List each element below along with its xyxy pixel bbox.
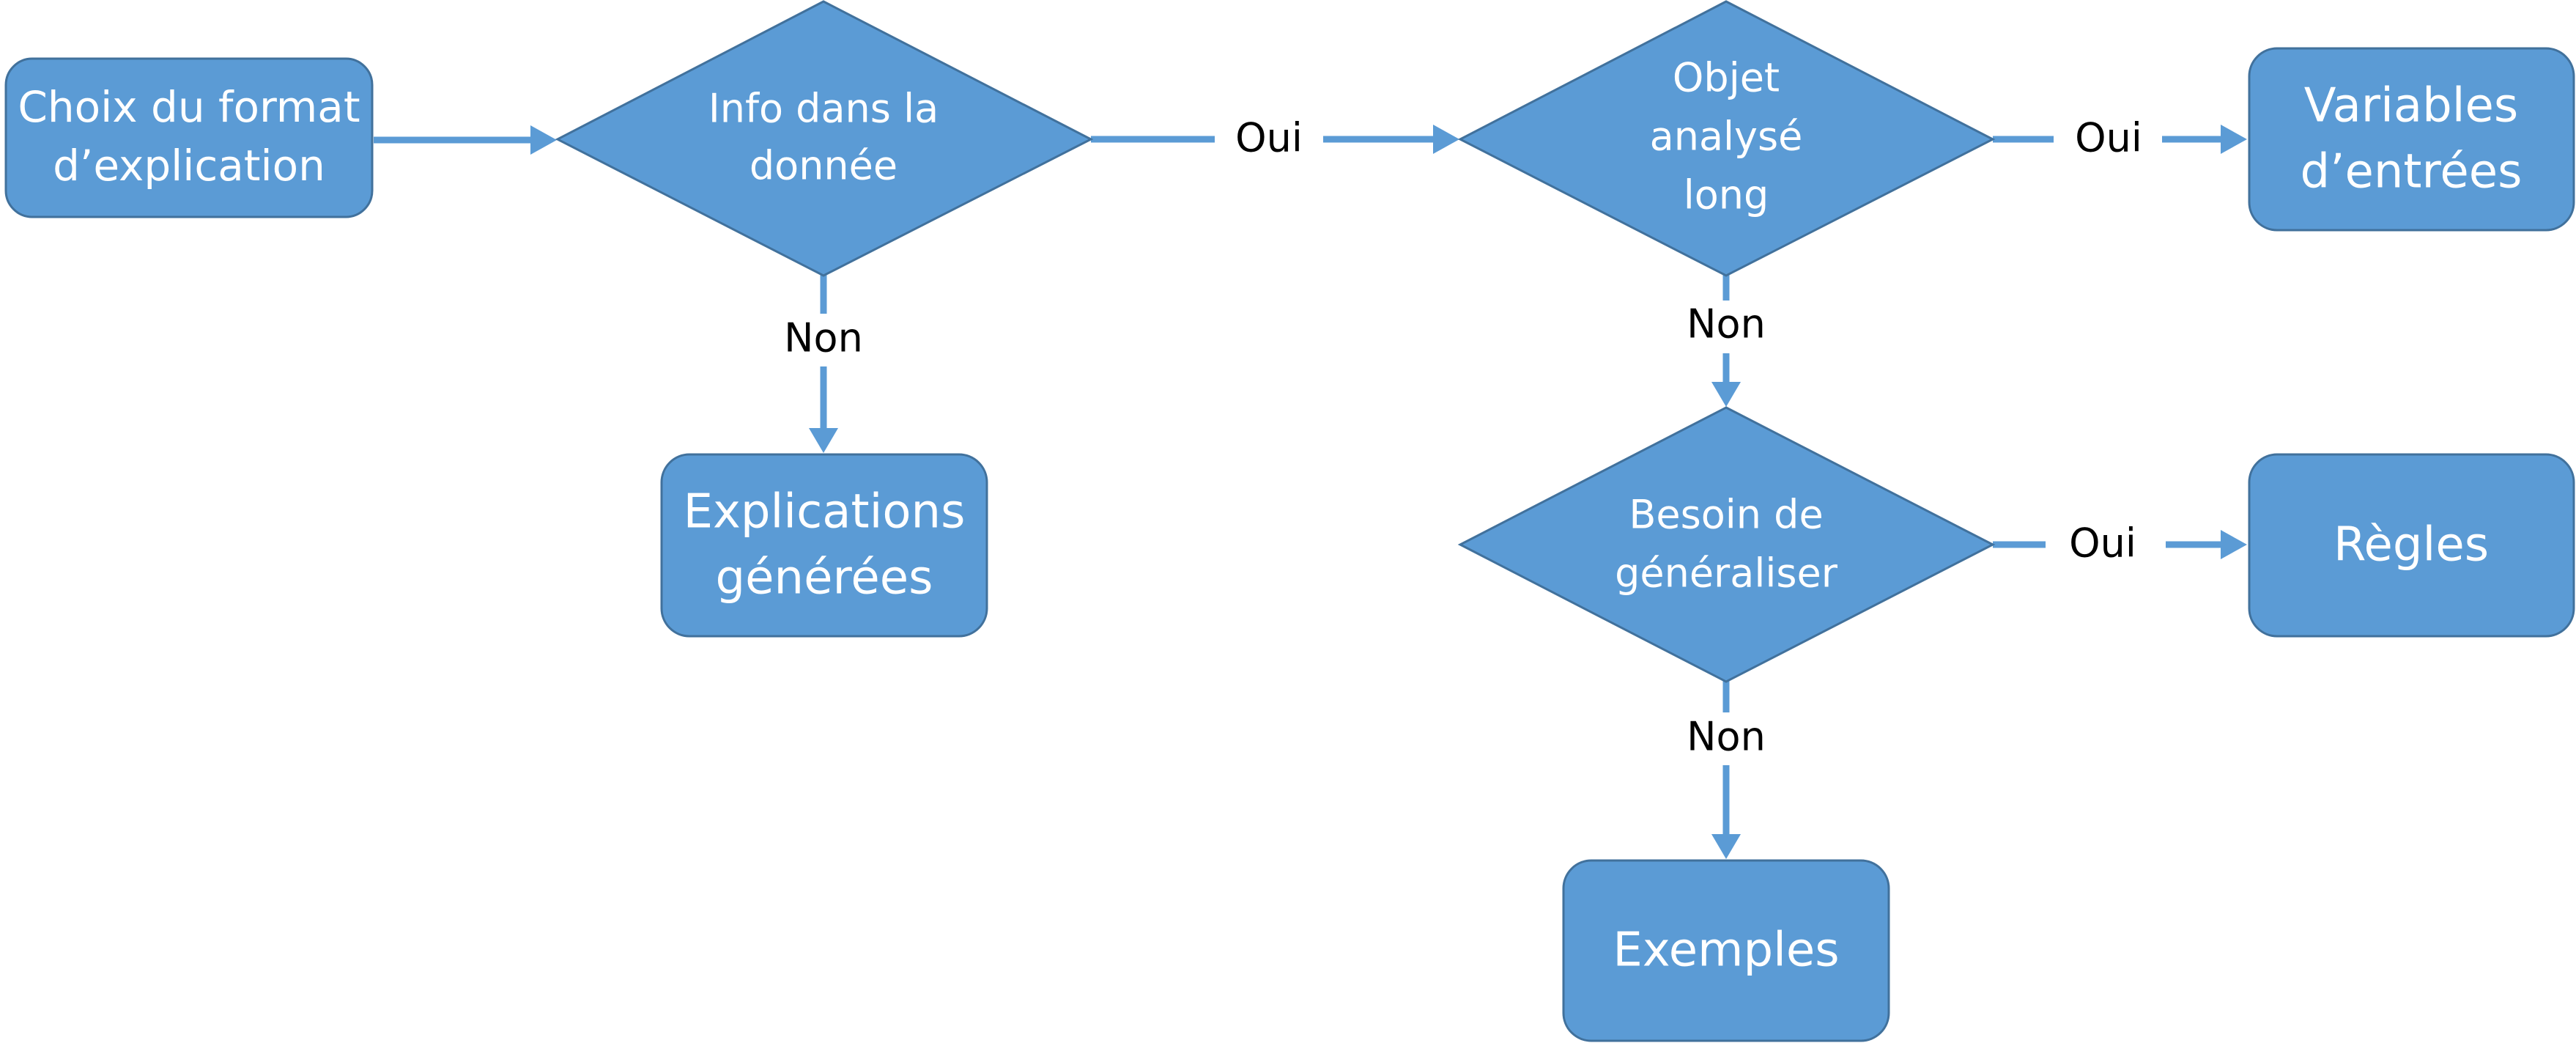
arrowhead-besoin-to-regles — [2221, 530, 2247, 559]
arrowhead-choix-to-info — [530, 125, 557, 155]
arrowhead-info-to-explications — [809, 428, 838, 453]
edge-label-besoin-exemples: Non — [1687, 714, 1766, 760]
edge-labels: Oui Non Oui Non Oui Non — [769, 114, 2166, 765]
decision-info-dans-la-donnee[interactable]: Info dans la donnée — [555, 0, 1094, 277]
edge-label-info-objet: Oui — [1235, 115, 1303, 161]
decision-info-line-2: donnée — [750, 143, 897, 189]
node-explications-generees[interactable]: Explications générées — [660, 453, 988, 638]
decision-besoin-line-1: Besoin de — [1629, 492, 1823, 538]
decision-info-line-1: Info dans la — [708, 86, 939, 132]
node-variables-line-2: d’entrées — [2301, 145, 2523, 199]
node-regles[interactable]: Règles — [2248, 453, 2575, 638]
decision-objet-analyse-long[interactable]: Objet analysé long — [1457, 0, 1996, 277]
decision-objet-line-3: long — [1684, 172, 1769, 218]
node-exemples-label: Exemples — [1613, 924, 1839, 978]
arrowhead-objet-to-variables — [2221, 125, 2247, 154]
decision-objet-line-1: Objet — [1673, 55, 1780, 101]
decision-besoin-de-generaliser[interactable]: Besoin de généraliser — [1457, 406, 1996, 683]
edges — [374, 125, 2247, 859]
node-regles-label: Règles — [2333, 518, 2489, 572]
node-exemples[interactable]: Exemples — [1562, 859, 1890, 1042]
node-explications-line-1: Explications — [684, 485, 966, 539]
decision-objet-line-2: analysé — [1650, 114, 1803, 160]
node-explications-line-2: générées — [716, 551, 933, 605]
edge-label-objet-besoin: Non — [1687, 301, 1766, 347]
arrowhead-info-to-objet — [1433, 125, 1459, 154]
arrowhead-besoin-to-exemples — [1711, 834, 1741, 859]
arrowhead-objet-to-besoin — [1711, 382, 1741, 407]
node-variables-line-1: Variables — [2304, 79, 2518, 133]
edge-label-objet-variables: Oui — [2075, 115, 2142, 161]
edge-label-besoin-regles: Oui — [2069, 520, 2136, 567]
node-choix-du-format[interactable]: Choix du format d’explication — [4, 57, 374, 218]
node-choix-line-1: Choix du format — [18, 82, 360, 132]
nodes: Choix du format d’explication Info dans … — [4, 0, 2575, 1042]
node-choix-line-2: d’explication — [53, 141, 325, 191]
decision-besoin-line-2: généraliser — [1615, 550, 1838, 597]
edge-label-info-explications: Non — [784, 315, 863, 361]
node-variables-dentrees[interactable]: Variables d’entrées — [2248, 47, 2575, 232]
